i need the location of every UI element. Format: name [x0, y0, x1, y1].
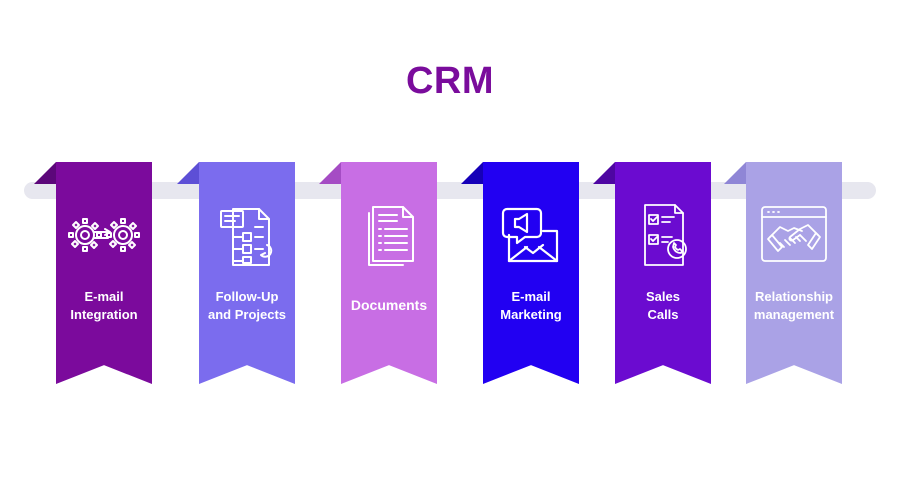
ribbon-label: Follow-Up and Projects: [207, 289, 287, 322]
ribbon-body: [483, 162, 579, 384]
ribbon-sales-calls: Sales Calls: [593, 162, 711, 384]
ribbon-label: E-mail Marketing: [500, 289, 562, 322]
handshake-icon: [746, 198, 842, 272]
documents-icon: [341, 198, 437, 272]
ribbon-fold: [34, 162, 56, 184]
ribbon-body: [341, 162, 437, 384]
ribbon-fold: [177, 162, 199, 184]
ribbon-follow-up: Follow-Up and Projects: [177, 162, 295, 384]
ribbon-label: Relationship management: [753, 289, 835, 322]
project-flowchart-icon: [199, 198, 295, 272]
ribbon-email-integration: E-mail Integration: [34, 162, 152, 384]
ribbon-body: [615, 162, 711, 384]
ribbon-fold: [461, 162, 483, 184]
ribbon-label: Sales Calls: [646, 289, 680, 322]
checklist-phone-icon: [615, 198, 711, 272]
ribbon-documents: Documents: [319, 162, 437, 384]
ribbon-fold: [593, 162, 615, 184]
ribbon-fold: [319, 162, 341, 184]
ribbon-relationship: Relationship management: [724, 162, 842, 384]
ribbon-body: [56, 162, 152, 384]
ribbon-body: [746, 162, 842, 384]
ribbon-email-marketing: E-mail Marketing: [461, 162, 579, 384]
ribbon-label: E-mail Integration: [70, 289, 138, 322]
ribbon-body: [199, 162, 295, 384]
email-marketing-icon: [483, 198, 579, 272]
page-title: CRM: [405, 60, 495, 102]
gears-integration-icon: [56, 198, 152, 272]
ribbon-fold: [724, 162, 746, 184]
ribbon-label: Documents: [350, 297, 428, 313]
